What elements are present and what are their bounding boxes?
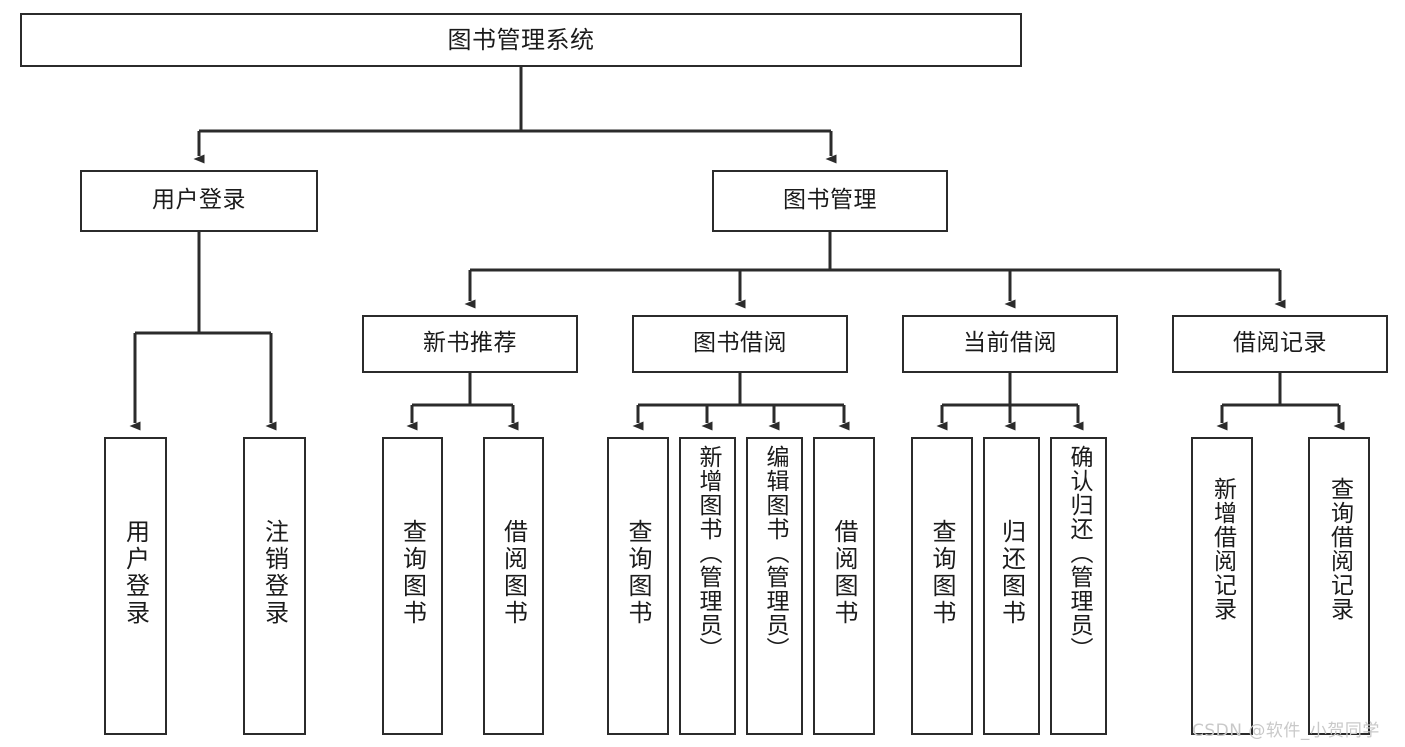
node-label: 图书管理系统 (447, 25, 595, 54)
node-label: 用户登录 (152, 187, 246, 214)
node-label: 查询图书 (398, 519, 427, 627)
node-current-borrow[interactable]: 当前借阅 (902, 315, 1118, 373)
node-leaf-logout[interactable]: 注销登录 (243, 437, 306, 735)
node-label: 查询图书 (928, 519, 956, 627)
node-label: 查询借阅记录 (1326, 477, 1353, 621)
node-label: 借阅图书 (830, 519, 858, 627)
node-label: 编辑图书（管理员） (762, 445, 788, 661)
node-new-book-recommend[interactable]: 新书推荐 (362, 315, 578, 373)
node-label: 注销登录 (260, 519, 289, 627)
node-leaf-add-borrow-record[interactable]: 新增借阅记录 (1191, 437, 1253, 735)
node-root-library-system[interactable]: 图书管理系统 (20, 13, 1022, 67)
node-book-borrow[interactable]: 图书借阅 (632, 315, 848, 373)
node-label: 新增图书（管理员） (695, 445, 721, 661)
node-label: 新增借阅记录 (1209, 477, 1236, 621)
node-label: 借阅记录 (1233, 330, 1327, 357)
node-book-management[interactable]: 图书管理 (712, 170, 948, 232)
node-leaf-user-login[interactable]: 用户登录 (104, 437, 167, 735)
node-label: 确认归还（管理员） (1066, 445, 1092, 661)
node-leaf-borrow-book-recommend[interactable]: 借阅图书 (483, 437, 544, 735)
node-label: 归还图书 (997, 519, 1026, 627)
node-label: 图书管理 (783, 187, 877, 214)
node-borrow-record[interactable]: 借阅记录 (1172, 315, 1388, 373)
node-leaf-query-book-recommend[interactable]: 查询图书 (382, 437, 443, 735)
node-label: 用户登录 (121, 519, 150, 627)
node-label: 查询图书 (624, 519, 652, 627)
node-leaf-borrow-book[interactable]: 借阅图书 (813, 437, 875, 735)
node-leaf-query-borrow-record[interactable]: 查询借阅记录 (1308, 437, 1370, 735)
node-leaf-return-book[interactable]: 归还图书 (983, 437, 1040, 735)
csdn-watermark: CSDN @软件_小贺同学 (1192, 721, 1380, 741)
node-leaf-query-book-current[interactable]: 查询图书 (911, 437, 973, 735)
node-leaf-confirm-return[interactable]: 确认归还（管理员） (1050, 437, 1107, 735)
node-label: 新书推荐 (423, 330, 517, 357)
node-leaf-edit-book[interactable]: 编辑图书（管理员） (746, 437, 803, 735)
node-user-login[interactable]: 用户登录 (80, 170, 318, 232)
node-leaf-add-book[interactable]: 新增图书（管理员） (679, 437, 736, 735)
node-label: 借阅图书 (499, 519, 528, 627)
node-label: 图书借阅 (693, 330, 787, 357)
node-leaf-query-book-borrow[interactable]: 查询图书 (607, 437, 669, 735)
node-label: 当前借阅 (963, 330, 1057, 357)
